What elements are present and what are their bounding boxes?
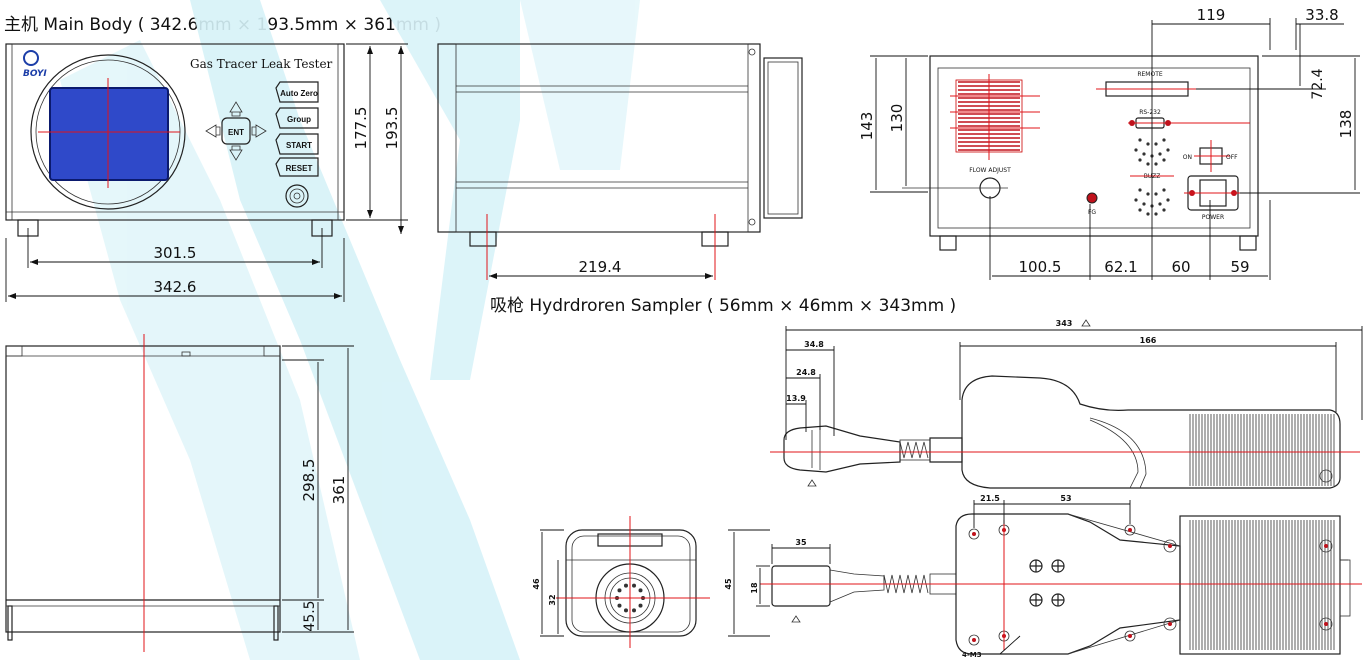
svg-text:62.1: 62.1 [1104,258,1137,276]
svg-text:361: 361 [330,476,348,505]
svg-text:72.4: 72.4 [1310,68,1326,99]
svg-text:24.8: 24.8 [796,368,816,377]
sampler-end-view: 46 32 [532,516,710,648]
auto-zero-button [275,81,319,103]
screw-holes [968,524,1333,646]
reset-button [275,157,319,177]
panel-buttons: Auto Zero Group START RESET [275,81,319,177]
svg-text:34.8: 34.8 [804,340,824,349]
right-arrow-icon [251,124,267,138]
sampler-side-view: 343 166 34.8 24.8 13.9 [770,319,1363,489]
side-view: 219.4 [437,43,803,280]
front-dimensions: 301.5 342.6 177.5 193.5 [5,43,408,302]
top-view: 298.5 361 45.5 [5,334,354,652]
svg-text:REMOTE: REMOTE [1137,71,1163,78]
svg-text:100.5: 100.5 [1019,258,1062,276]
svg-text:130: 130 [888,104,906,133]
svg-text:4-M3: 4-M3 [962,651,982,659]
lcd-screen [49,87,169,181]
svg-text:45.5: 45.5 [302,600,318,631]
up-arrow-icon [229,101,243,117]
svg-text:46: 46 [532,578,541,590]
dpad: ENT [205,101,267,161]
svg-text:RS-232: RS-232 [1139,109,1161,116]
svg-text:298.5: 298.5 [300,459,318,502]
start-button [275,133,319,155]
svg-text:119: 119 [1197,6,1226,24]
svg-text:32: 32 [548,594,557,605]
ent-button: ENT [228,128,244,137]
buzzer-holes [1134,138,1170,216]
svg-text:301.5: 301.5 [154,244,197,262]
front-view: BOYI Gas Tracer Leak Tester ENT Auto Zer… [5,43,408,302]
brand-logo-text: BOYI [23,69,47,79]
svg-text:21.5: 21.5 [980,494,1000,503]
start-label: START [286,141,312,150]
svg-text:219.4: 219.4 [579,258,622,276]
svg-text:166: 166 [1140,336,1157,345]
down-arrow-icon [229,145,243,161]
svg-text:177.5: 177.5 [352,107,370,150]
svg-text:143: 143 [858,112,876,141]
svg-text:59: 59 [1230,258,1249,276]
watermark-logo [60,0,640,660]
svg-text:343: 343 [1056,319,1073,328]
left-arrow-icon [205,124,221,138]
rear-view: REMOTE RS-232 BUZZ FLOW ADJUST FG ON OFF… [858,6,1360,280]
group-label: Group [287,115,311,124]
svg-text:OFF: OFF [1226,154,1238,161]
svg-text:342.6: 342.6 [154,278,197,296]
ground-terminal [1086,192,1098,204]
device-name: Gas Tracer Leak Tester [190,57,333,71]
reset-label: RESET [286,164,313,173]
svg-text:FG: FG [1088,209,1096,216]
svg-text:18: 18 [750,582,759,594]
svg-text:13.9: 13.9 [786,394,806,403]
sampler-title: 吸枪 Hydrdroren Sampler ( 56mm × 46mm × 34… [490,296,957,316]
boyi-logo-icon [23,50,39,66]
group-button [275,107,319,129]
svg-text:ON: ON [1183,154,1192,161]
svg-text:POWER: POWER [1202,214,1224,221]
svg-text:60: 60 [1171,258,1190,276]
svg-text:45: 45 [724,578,733,590]
svg-text:53: 53 [1060,494,1071,503]
svg-text:35: 35 [795,538,807,547]
svg-text:FLOW ADJUST: FLOW ADJUST [969,167,1011,174]
svg-text:33.8: 33.8 [1305,6,1338,24]
sampler-connector-icon [285,184,309,208]
auto-zero-label: Auto Zero [280,89,318,98]
sampler-top-view: 21.5 53 35 18 45 4-M3 [724,494,1362,659]
svg-text:138: 138 [1337,110,1355,139]
svg-text:193.5: 193.5 [383,107,401,150]
